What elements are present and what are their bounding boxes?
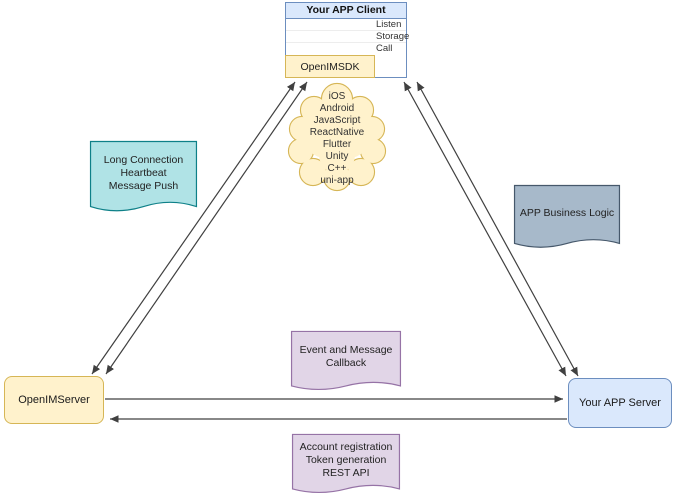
platform-item: Android	[319, 103, 355, 114]
node-your-app-server: Your APP Server	[568, 378, 672, 428]
document-shape	[292, 434, 400, 496]
client-row-listen: Listen	[286, 19, 406, 31]
callout-event-callback-text: Event and Message Callback	[299, 344, 393, 369]
client-row-label: Listen	[376, 19, 402, 30]
callout-account-registration: Account registration Token generation RE…	[292, 434, 400, 496]
platform-list: iOS Android JavaScript ReactNative Flutt…	[287, 83, 387, 191]
platform-item: Flutter	[322, 139, 352, 150]
platform-item: C++	[327, 163, 347, 174]
edge-client-appserver-b	[416, 81, 579, 377]
client-row-storage: Storage	[286, 31, 410, 43]
platform-item: Unity	[325, 151, 349, 162]
edge-openimserver-client-a	[91, 81, 296, 375]
node-openimsdk: OpenIMSDK	[285, 55, 375, 78]
callout-long-connection: Long Connection Heartbeat Message Push	[90, 141, 197, 215]
callout-event-callback: Event and Message Callback	[291, 331, 401, 393]
cloud-shape	[287, 82, 387, 192]
platform-item: iOS	[328, 91, 346, 102]
client-body: Listen Storage Call OpenIMSDK	[285, 19, 410, 78]
platform-item: uni-app	[320, 175, 354, 186]
edge-openimserver-client-b	[105, 81, 308, 375]
node-openim-server: OpenIMServer	[4, 376, 104, 424]
node-your-app-client: Your APP Client Listen Storage Call Open…	[285, 2, 410, 78]
document-shape	[291, 331, 401, 393]
document-shape	[90, 141, 197, 215]
document-shape	[514, 185, 620, 251]
platform-item: ReactNative	[309, 127, 365, 138]
platforms-cloud: iOS Android JavaScript ReactNative Flutt…	[287, 82, 387, 192]
callout-long-connection-text: Long Connection Heartbeat Message Push	[103, 153, 184, 192]
callout-app-business-logic-text: APP Business Logic	[519, 206, 615, 219]
client-row-label: Storage	[376, 31, 410, 42]
client-row-call: Call	[286, 43, 406, 55]
client-row-label: Call	[376, 43, 393, 54]
platform-item: JavaScript	[313, 115, 361, 126]
callout-app-business-logic: APP Business Logic	[514, 185, 620, 251]
client-title: Your APP Client	[286, 3, 406, 19]
callout-account-registration-text: Account registration Token generation RE…	[299, 440, 393, 479]
